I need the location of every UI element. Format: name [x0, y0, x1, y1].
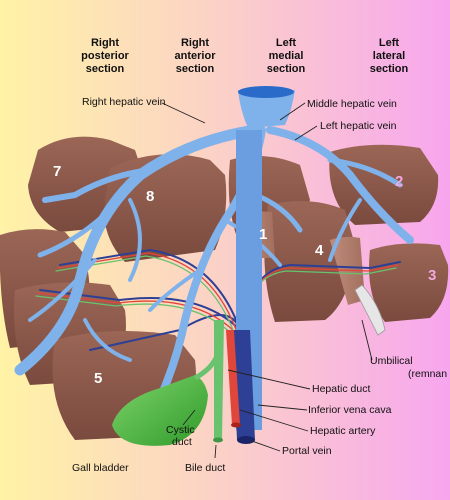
gall-bladder — [112, 375, 208, 446]
umbilical-remnant — [354, 284, 386, 336]
ivc-opening — [238, 86, 294, 98]
label-umbilical-line1: Umbilical — [370, 355, 413, 367]
liver-lateral-cut-face — [330, 236, 365, 305]
label-hepatic-duct: Hepatic duct — [312, 383, 371, 395]
label-middle-hepatic-vein: Middle hepatic vein — [307, 98, 397, 110]
inferior-vena-cava-top — [238, 90, 295, 128]
header-line: section — [369, 63, 409, 75]
label-gall-bladder: Gall bladder — [72, 462, 129, 474]
header-line: medial — [268, 50, 304, 62]
header-line: posterior — [81, 50, 129, 62]
header-line: Right — [180, 37, 210, 49]
header-right-posterior-section: Right posterior section — [60, 37, 150, 76]
portal-vein-opening — [237, 436, 255, 444]
liver-segment-4 — [264, 201, 355, 322]
label-right-hepatic-vein: Right hepatic vein — [82, 96, 166, 108]
header-line: Left — [275, 37, 297, 49]
label-bile-duct: Bile duct — [185, 462, 226, 474]
segment-number-7: 7 — [53, 163, 62, 180]
header-line: Left — [378, 37, 400, 49]
header-line: lateral — [372, 50, 406, 62]
hepatic-artery-trunk — [226, 330, 240, 425]
bile-duct-trunk — [214, 320, 224, 440]
label-inferior-vena-cava: Inferior vena cava — [308, 404, 392, 416]
header-line: section — [85, 63, 125, 75]
label-portal-vein: Portal vein — [282, 445, 332, 457]
segment-number-5: 5 — [94, 370, 103, 387]
segment-number-1: 1 — [259, 226, 268, 243]
header-line: section — [266, 63, 306, 75]
segment-number-3: 3 — [428, 267, 437, 284]
label-umbilical-line2: (remnan — [408, 368, 448, 380]
header-right-anterior-section: Right anterior section — [150, 37, 240, 76]
segment-number-4: 4 — [315, 242, 324, 259]
header-left-lateral-section: Left lateral section — [344, 37, 434, 76]
liver-segment-3 — [369, 243, 449, 322]
header-line: Right — [90, 37, 120, 49]
leader-lines — [161, 102, 373, 459]
header-line: anterior — [174, 50, 216, 62]
header-left-medial-section: Left medial section — [241, 37, 331, 76]
segment-number-2: 2 — [395, 173, 404, 190]
label-left-hepatic-vein: Left hepatic vein — [320, 120, 397, 132]
label-cystic-duct-line2: duct — [172, 436, 192, 448]
header-line: section — [175, 63, 215, 75]
label-hepatic-artery: Hepatic artery — [310, 425, 376, 437]
segment-number-8: 8 — [146, 188, 155, 205]
label-cystic-duct-line1: Cystic — [166, 424, 195, 436]
cystic-duct — [193, 356, 219, 381]
